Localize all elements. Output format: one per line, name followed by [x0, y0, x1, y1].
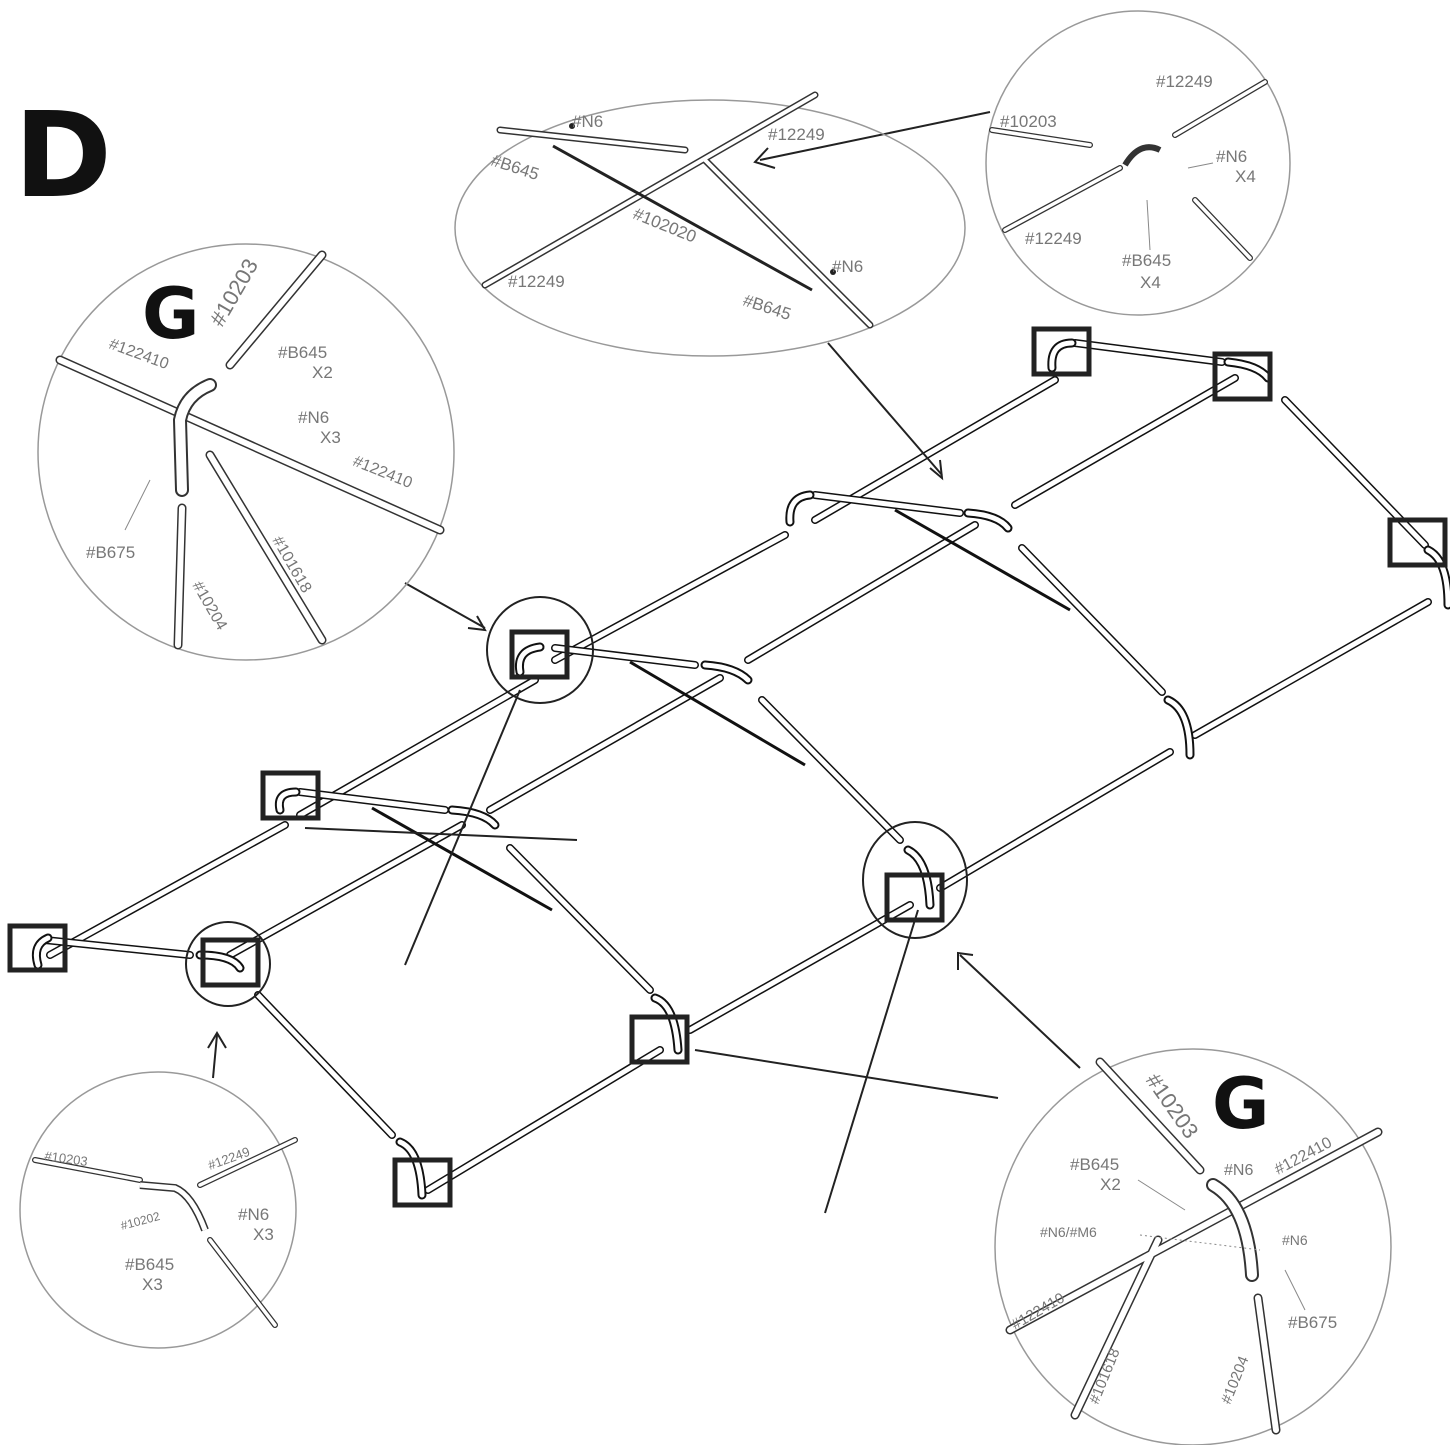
leader-lines [207, 111, 1081, 1214]
label-n6-b: #N6 [832, 257, 863, 276]
label-n6-c: #N6 [1216, 147, 1247, 166]
label-b645-c: #B645 [1122, 251, 1171, 270]
label-b645-b: #B645 [741, 291, 794, 324]
label-12249-b: #12249 [508, 272, 565, 291]
detail-top-right: #12249 #10203 #N6 X4 #12249 #B645 X4 [985, 10, 1291, 316]
label-122410-b: #122410 [351, 453, 415, 492]
label-n6-d: #N6 [298, 408, 329, 427]
focus-circles [185, 596, 968, 1007]
detail-bottom-left: #10203 #12249 #10202 #N6 X3 #B645 X3 [19, 1071, 298, 1349]
label-12249-c: #12249 [1156, 72, 1213, 91]
label-b645-e: #B645 [125, 1255, 174, 1274]
label-x3-c: X3 [142, 1275, 163, 1294]
label-n6-g: #N6 [1282, 1232, 1308, 1248]
label-10204-a: #10204 [189, 579, 230, 634]
label-122410-d: #122410 [1009, 1290, 1068, 1334]
label-10203-a: #10203 [1000, 112, 1057, 131]
label-12249-d: #12249 [1025, 229, 1082, 248]
label-10202: #10202 [119, 1209, 162, 1233]
label-10203-b: #10203 [205, 254, 263, 330]
label-b675-a: #B675 [86, 543, 135, 562]
detail-left: G #10203 #122410 #B645 X2 #N6 X3 #122410… [37, 243, 455, 661]
label-n6-m6: #N6/#M6 [1040, 1224, 1097, 1240]
label-x4-b: X4 [1140, 273, 1161, 292]
label-x2-a: X2 [312, 363, 333, 382]
label-x4-a: X4 [1235, 167, 1256, 186]
label-x2-b: X2 [1100, 1175, 1121, 1194]
label-10203-c: #10203 [44, 1148, 89, 1169]
label-10203-d: #10203 [1141, 1069, 1204, 1143]
label-n6-a: #N6 [572, 112, 603, 131]
detail-bottom-right: G #10203 #N6 #122410 #B645 X2 #N6/#M6 #N… [994, 1048, 1392, 1445]
label-b675-b: #B675 [1288, 1313, 1337, 1332]
label-12249-a: #12249 [768, 125, 825, 144]
label-n6-e: #N6 [238, 1205, 269, 1224]
label-x3-b: X3 [253, 1225, 274, 1244]
label-x3-a: X3 [320, 428, 341, 447]
label-b645-d: #B645 [278, 343, 327, 362]
label-102020: #102020 [631, 204, 699, 246]
detail-letter-g-left: G [142, 273, 199, 355]
step-label: D [14, 86, 112, 224]
detail-letter-g-right: G [1212, 1063, 1269, 1145]
label-b645-f: #B645 [1070, 1155, 1119, 1174]
label-b645-a: #B645 [489, 151, 542, 184]
label-10204-b: #10204 [1218, 1354, 1253, 1407]
label-n6-f: #N6 [1224, 1162, 1253, 1179]
